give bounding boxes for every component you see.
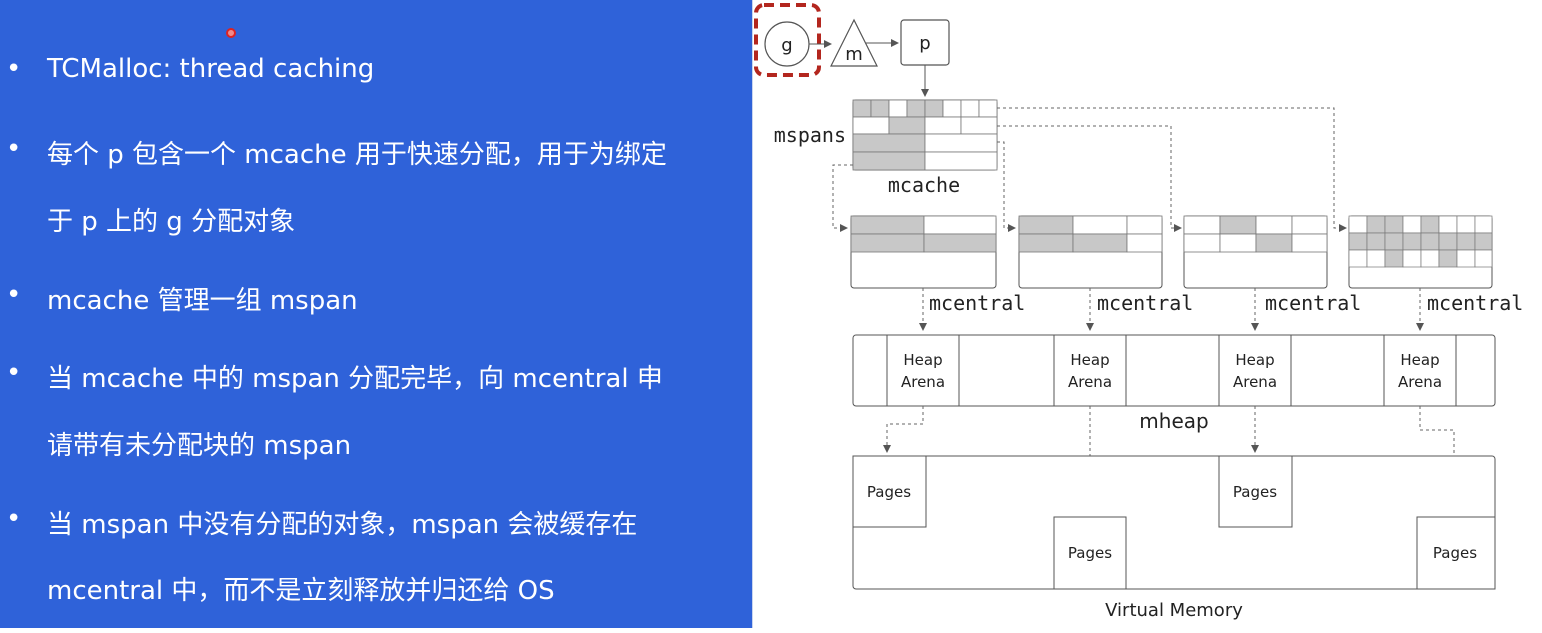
svg-text:Arena: Arena	[1398, 373, 1442, 391]
heap-arena: Heap Arena	[1383, 334, 1457, 407]
heap-arena: Heap Arena	[1053, 334, 1127, 407]
bullet-text: mcache 管理一组 mspan	[47, 286, 358, 316]
pages-block: Pages	[852, 455, 927, 528]
svg-text:Heap: Heap	[1235, 351, 1274, 369]
bullet-text: 当 mspan 中没有分配的对象，mspan 会被缓存在	[47, 510, 638, 540]
svg-text:Pages: Pages	[1233, 483, 1277, 501]
pages-block: Pages	[1053, 516, 1127, 590]
mcentral-block	[850, 215, 997, 289]
mcentral-block	[1183, 215, 1328, 289]
bullet-dot: •	[6, 504, 22, 534]
mcentral-label: mcentral	[1097, 291, 1193, 315]
bullet-text: 当 mcache 中的 mspan 分配完毕，向 mcentral 申	[47, 364, 663, 394]
p-label: p	[919, 33, 930, 54]
heap-arena: Heap Arena	[886, 334, 960, 407]
mspans-label: mspans	[774, 123, 846, 147]
pages-block: Pages	[1218, 455, 1293, 528]
mcache-block	[852, 99, 998, 171]
bullet-text: 于 p 上的 g 分配对象	[47, 207, 296, 237]
bullet-dot: •	[6, 134, 22, 164]
bullet-dot: •	[6, 54, 22, 84]
svg-text:Pages: Pages	[1068, 544, 1112, 562]
bullet-text: mcentral 中，而不是立刻释放并归还给 OS	[47, 576, 555, 606]
svg-text:Pages: Pages	[1433, 544, 1477, 562]
mcentral-label: mcentral	[1427, 291, 1523, 315]
bullet-dot: •	[6, 280, 22, 310]
mheap-block	[852, 334, 1496, 407]
memory-allocator-diagram: g m p mspans mcache	[754, 3, 1523, 621]
virtual-memory-label: Virtual Memory	[1105, 600, 1243, 621]
heap-arena: Heap Arena	[1218, 334, 1292, 407]
svg-text:Arena: Arena	[1068, 373, 1112, 391]
mheap-label: mheap	[1139, 409, 1208, 433]
mcache-label: mcache	[888, 173, 960, 197]
bullet-text: 请带有未分配块的 mspan	[47, 431, 352, 461]
svg-text:Arena: Arena	[1233, 373, 1277, 391]
pages-block: Pages	[1416, 516, 1496, 590]
bullet-text: 每个 p 包含一个 mcache 用于快速分配，用于为绑定	[47, 140, 667, 170]
svg-text:Arena: Arena	[901, 373, 945, 391]
laser-pointer-dot	[226, 28, 236, 38]
mcache-to-mcentral-routes	[832, 107, 1347, 232]
bullet-dot: •	[6, 358, 22, 388]
mcentral-label: mcentral	[929, 291, 1025, 315]
mcentral-to-arena-routes	[919, 288, 1424, 331]
mcentral-label: mcentral	[1265, 291, 1361, 315]
svg-text:Heap: Heap	[1070, 351, 1109, 369]
arena-to-pages-routes	[883, 406, 1458, 514]
svg-text:Heap: Heap	[1400, 351, 1439, 369]
g-highlight-box	[754, 3, 821, 77]
bullet-text: TCMalloc: thread caching	[47, 54, 375, 84]
slide-left-panel: • TCMalloc: thread caching • 每个 p 包含一个 m…	[0, 0, 752, 628]
m-label: m	[845, 44, 863, 65]
svg-text:Heap: Heap	[903, 351, 942, 369]
mcentral-block	[1348, 215, 1493, 289]
svg-text:Pages: Pages	[867, 483, 911, 501]
virtual-memory-block	[852, 455, 1496, 590]
diagram-panel: g m p mspans mcache	[752, 0, 1542, 628]
g-label: g	[781, 35, 792, 56]
m-node	[830, 18, 878, 67]
mcentral-block	[1018, 215, 1163, 289]
